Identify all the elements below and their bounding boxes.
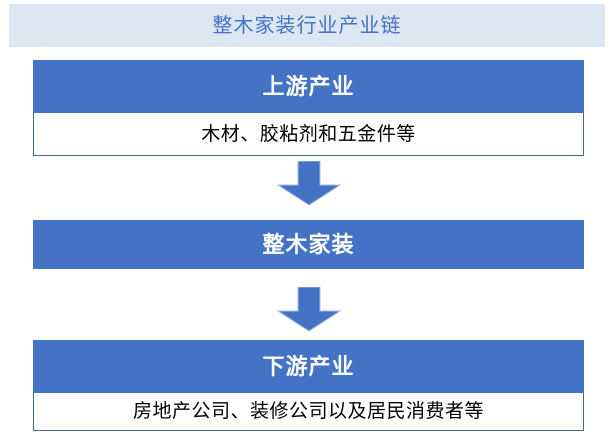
chain-block-upstream-header-label: 上游产业	[262, 73, 355, 99]
chain-block-upstream-header: 上游产业	[33, 60, 584, 113]
chain-block-downstream-header-label: 下游产业	[262, 353, 355, 379]
chain-block-downstream-body: 房地产公司、装修公司以及居民消费者等	[33, 393, 584, 431]
chain-block-upstream-body: 木材、胶粘剂和五金件等	[33, 113, 584, 156]
diagram-title: 整木家装行业产业链	[212, 14, 402, 37]
down-arrow-icon	[277, 287, 341, 332]
chain-block-middle-header: 整木家装	[33, 220, 584, 269]
chain-block-upstream-body-label: 木材、胶粘剂和五金件等	[201, 123, 416, 145]
chain-block-downstream: 下游产业 房地产公司、装修公司以及居民消费者等	[33, 340, 584, 431]
chain-block-upstream: 上游产业 木材、胶粘剂和五金件等	[33, 60, 584, 156]
diagram-title-band: 整木家装行业产业链	[9, 4, 605, 47]
chain-block-middle: 整木家装	[33, 220, 584, 269]
chain-block-downstream-body-label: 房地产公司、装修公司以及居民消费者等	[132, 401, 484, 422]
chain-block-downstream-header: 下游产业	[33, 340, 584, 393]
chain-block-middle-header-label: 整木家装	[262, 231, 355, 257]
down-arrow-icon	[277, 161, 341, 206]
